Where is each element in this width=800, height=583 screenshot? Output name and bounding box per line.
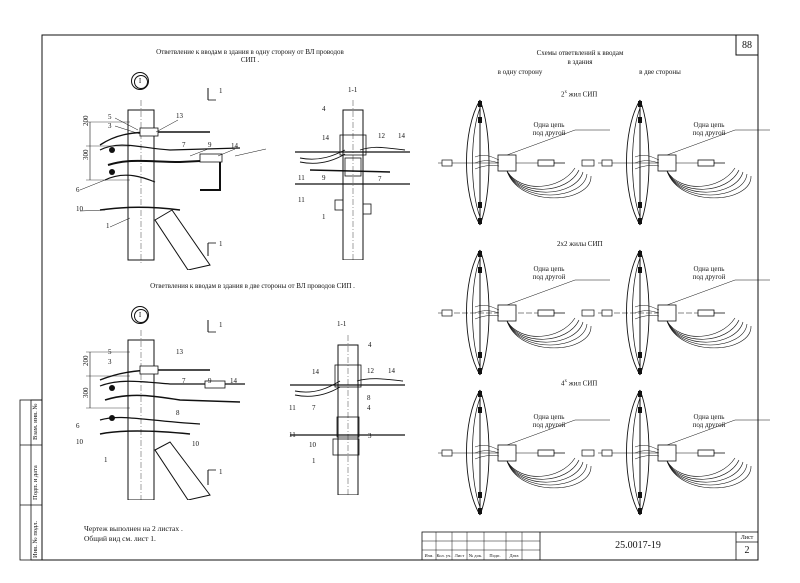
callout: 3 [368, 432, 372, 440]
sheet-number: 2 [744, 545, 750, 556]
callout: 14 [231, 142, 238, 150]
cut-mark-label-1c: 1 [219, 321, 223, 329]
callout: 6 [76, 186, 80, 194]
pole-drawing-two-sides [86, 330, 245, 500]
branch-scheme [438, 389, 610, 516]
stamp-col: Дата [509, 553, 519, 558]
callout: 11 [289, 404, 296, 412]
view-marker-bottom-label: I [138, 311, 142, 319]
callout: 14 [388, 367, 395, 375]
branch-scheme [581, 99, 770, 226]
doc-number: 25.0017-19 [615, 540, 661, 551]
note-line-2: Общий вид см. лист 1. [84, 534, 156, 543]
side-stamp-cell: Подп. и дата [32, 465, 39, 500]
callout: 4 [322, 105, 326, 113]
stamp-col: Лист [454, 553, 465, 558]
callout: 5 [108, 348, 112, 356]
callout: 11 [298, 196, 305, 204]
title-two-sides: Ответвления к вводам в здания в две стор… [150, 282, 355, 290]
callout: 10 [309, 441, 316, 449]
cut-marks-bottom [207, 320, 216, 485]
callout: 14 [230, 377, 237, 385]
callout: 11 [298, 174, 305, 182]
callout: 1 [322, 213, 326, 221]
view-marker-top-inner [134, 75, 148, 89]
view-marker-bottom-inner [134, 309, 148, 323]
callout: 9 [208, 377, 212, 385]
callout: 13 [176, 348, 183, 356]
right-title-line2: в здания [567, 58, 593, 66]
right-title-line1: Схемы ответвлений к вводам [536, 49, 624, 57]
cut-mark-label-1b: 1 [219, 240, 223, 248]
callout: 10 [76, 438, 83, 446]
note-line-1: Чертеж выполнен на 2 листах . [84, 524, 183, 533]
callout: 1 [104, 456, 108, 464]
callout: 9 [322, 174, 326, 182]
callout: 14 [398, 132, 405, 140]
stamp-col: Подп. [489, 553, 501, 558]
view-marker-top [131, 72, 149, 90]
callout: 8 [176, 409, 180, 417]
section-drawing-bottom [290, 335, 405, 495]
row3-label: 4х жил СИП [561, 379, 598, 388]
callout: 8 [367, 394, 371, 402]
callout: 7 [182, 141, 186, 149]
callout: 10 [76, 205, 83, 213]
cut-mark-label-1d: 1 [219, 468, 223, 476]
sheet-badge: 88 [742, 40, 752, 51]
callout: 14 [322, 134, 329, 142]
view-marker-bottom [131, 306, 149, 324]
section-drawing-top [295, 100, 410, 260]
branch-scheme [581, 249, 770, 376]
callout: 11 [289, 431, 296, 439]
callout: 3 [108, 358, 112, 366]
callout: 10 [192, 440, 199, 448]
callout: 4 [368, 341, 372, 349]
section-label-bottom: 1-1 [337, 320, 347, 328]
stamp-col: Кол. уч. [436, 553, 452, 558]
stamp-col: № док. [468, 553, 483, 558]
row2-label: 2х2 жилы СИП [557, 240, 603, 248]
col-two-sides: в две стороны [639, 68, 681, 76]
callout: 9 [208, 141, 212, 149]
callout: 14 [312, 368, 319, 376]
col-one-side: в одну сторону [497, 68, 543, 76]
callout: 6 [76, 422, 80, 430]
callout: 3 [108, 122, 112, 130]
title-one-side: Ответвление к вводам в здания в одну сто… [156, 48, 344, 64]
section-label-top: 1-1 [348, 86, 358, 94]
side-stamp-cell: Инв. № подл. [32, 520, 39, 558]
stamp-col: Изм. [424, 553, 434, 558]
callout: 5 [108, 113, 112, 121]
callout: 12 [378, 132, 385, 140]
callout: 13 [176, 112, 183, 120]
branch-scheme [581, 389, 770, 516]
cut-mark-label-1a: 1 [219, 87, 223, 95]
callout: 7 [312, 404, 316, 412]
callout: 1 [312, 457, 316, 465]
callout: 7 [378, 175, 382, 183]
row1-label: 2х жил СИП [561, 90, 598, 99]
callout: 7 [182, 377, 186, 385]
side-stamp-cell: Взам. инв. № [32, 403, 39, 440]
sheet-label: Лист [740, 535, 754, 541]
callout: 1 [106, 222, 110, 230]
view-marker-top-label: I [138, 77, 142, 85]
callout: 4 [367, 404, 371, 412]
pole-drawing-one-side [79, 100, 267, 270]
cut-marks-top [207, 88, 216, 256]
callout: 12 [367, 367, 374, 375]
